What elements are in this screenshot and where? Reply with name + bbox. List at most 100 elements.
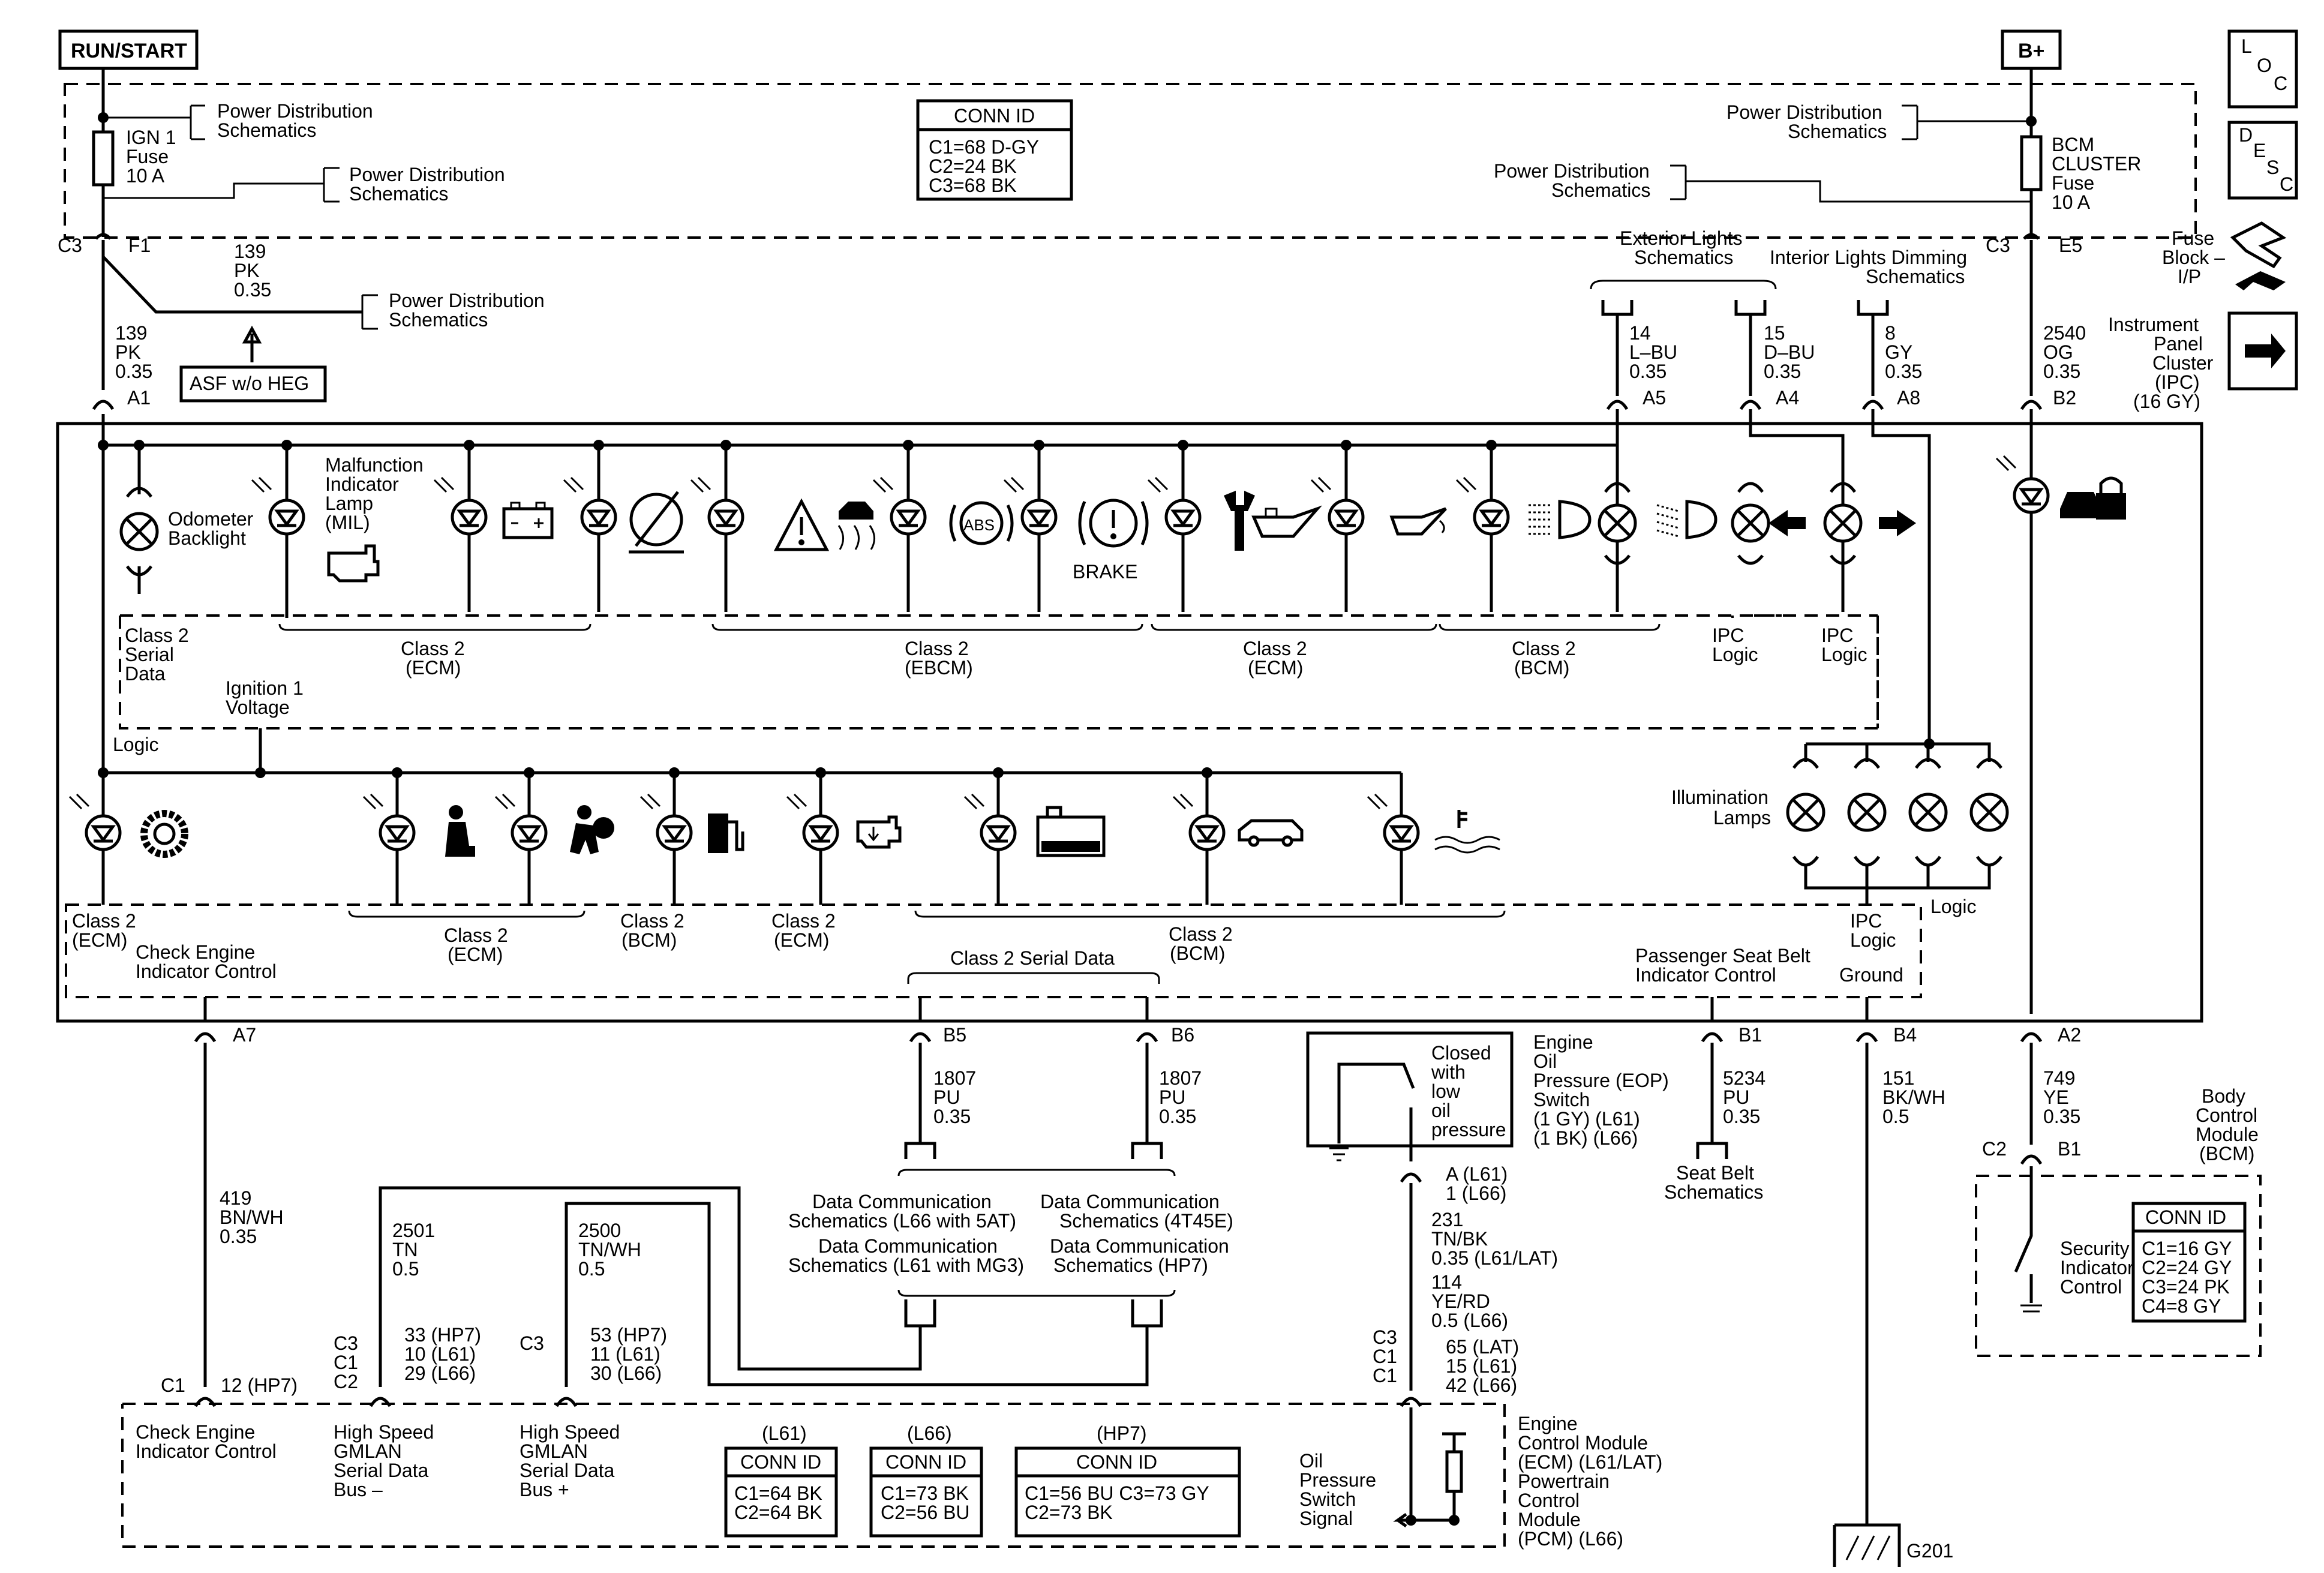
loc-c: C [2274,73,2287,94]
w2540-2: OG [2043,341,2073,363]
desc-s: S [2266,157,2279,178]
dc-sch-1a: Data Communication [812,1191,992,1212]
conn-l66-title: CONN ID [885,1451,966,1473]
bcm-fuse-l2: CLUSTER [2052,153,2141,175]
w139-low-2: PK [115,341,141,363]
loc-icon[interactable] [2227,29,2298,109]
pd-sch-1a: Power Distribution [217,100,373,122]
w151-1: 151 [1882,1067,1914,1089]
c3c1c1-a: C3 [1373,1326,1397,1348]
conn-l66-box [869,1446,983,1538]
mil-l2: Indicator [325,473,399,495]
ecm-title-7: (PCM) (L66) [1518,1528,1623,1550]
b1-pin: B1 [1739,1024,1762,1046]
low-beam-icon [1656,500,1718,539]
eop-l3: Pressure (EOP) [1533,1070,1669,1091]
passenger-belt-a: Passenger Seat Belt [1635,945,1810,966]
pins-c-1: 65 (LAT) [1446,1336,1519,1358]
ipc-l1: Instrument [2108,314,2199,335]
w231-3: 0.35 (L61/LAT) [1431,1247,1558,1269]
pd-sch-4b: Schematics [1551,179,1650,201]
w151-2: BK/WH [1882,1086,1945,1108]
ignition-voltage-l1: Ignition 1 [226,677,304,699]
ecm-title-1: Engine [1518,1413,1578,1434]
ground-g201: G201 [1906,1540,1953,1562]
w2501-1: 2501 [392,1220,435,1241]
loc-l: L [2241,35,2252,57]
high-beam-icon [1529,500,1592,539]
c3c1c1-c: C1 [1373,1365,1397,1386]
ipc-logic-2b: Logic [1821,644,1867,665]
gm-plus-3: Serial Data [520,1460,615,1481]
engine-icon [327,544,380,583]
dc-sch-4b: Schematics (HP7) [1053,1254,1208,1276]
w231-1: 231 [1431,1209,1463,1230]
ground-symbol [1833,1523,1901,1567]
w2500-3: 0.5 [578,1258,605,1280]
conn-id-top-title: CONN ID [954,105,1035,127]
bcm-conn-r4: C4=8 GY [2142,1295,2221,1317]
bcm-title-1: Body [2202,1085,2245,1107]
ign1-fuse [92,130,115,187]
bulb-lamp-2 [1731,482,1770,565]
w14-3: 0.35 [1629,361,1667,382]
dc-sch-4a: Data Communication [1050,1235,1229,1257]
w749-2: YE [2043,1086,2069,1108]
w2540-3: 0.35 [2043,361,2080,382]
desc-icon[interactable] [2227,121,2298,200]
ecm-check-a: Check Engine [136,1421,255,1443]
security-lock-icon [2060,476,2126,520]
w5234-1: 5234 [1723,1067,1765,1089]
b-group-ecm-b: (ECM) [448,944,503,965]
conn-hp7-r1: C1=56 BU C3=73 GY [1025,1482,1209,1504]
right-turn-icon [1879,510,1916,536]
ecm-title-6: Module [1518,1509,1581,1530]
c3c1c2-a: C3 [334,1332,358,1354]
w419-3: 0.35 [220,1226,257,1247]
illumination-lamps [1786,758,2009,867]
w2500-1: 2500 [578,1220,621,1241]
w114-1: 114 [1431,1271,1462,1293]
c1-check: C1 [161,1374,185,1396]
next-arrow-icon[interactable] [2227,311,2298,391]
pd-sch-2b: Schematics [349,183,448,205]
bcm-fuse-l1: BCM [2052,134,2094,155]
w15-3: 0.35 [1764,361,1801,382]
bcm-fuse-l4: 10 A [2052,191,2091,213]
b-group-bcm-b2: (BCM) [1170,942,1225,964]
bcm-b1: B1 [2058,1138,2081,1160]
a1-pin: A1 [127,387,151,409]
b-group-bcm-b1: Class 2 [1169,923,1233,945]
c3-left: C3 [58,235,82,256]
mil-l1: Malfunction [325,454,424,476]
p12-hp7: 12 (HP7) [221,1374,298,1396]
int-title-1: Interior Lights Dimming [1770,247,1967,268]
b-group-bcm-a2: (BCM) [621,929,677,951]
dc-sch-2b: Schematics (4T45E) [1059,1210,1233,1232]
conn-l61-r1: C1=64 BK [734,1482,822,1504]
dc-sch-3b: Schematics (L61 with MG3) [788,1254,1024,1276]
w749-3: 0.35 [2043,1106,2080,1127]
security-l3: Control [2060,1276,2122,1298]
a5-pin: A5 [1643,387,1666,409]
ign1-fuse-l2: Fuse [126,146,169,167]
c3c1c2-b: C1 [334,1352,358,1373]
fuse-block-icon[interactable] [2230,221,2287,290]
ecm-title-2: Control Module [1518,1432,1648,1454]
oil-sw-4: Signal [1299,1508,1353,1529]
pins-b-1: 53 (HP7) [590,1324,667,1346]
b6-pin: B6 [1171,1024,1194,1046]
bcm-conn-r2: C2=24 GY [2142,1257,2232,1278]
abs-text: ABS [963,516,995,534]
conn-hp7-title: CONN ID [1076,1451,1157,1473]
class2-serial-l1: Class 2 [125,625,189,646]
traction-off-icon [629,491,684,554]
group-ecm-2b: (ECM) [1248,657,1303,679]
ecm-title-3: (ECM) (L61/LAT) [1518,1451,1662,1473]
fuel-icon [708,813,744,853]
gm-plus-2: GMLAN [520,1440,588,1462]
b5-pin: B5 [943,1024,966,1046]
check-engine-ipc-a: Check Engine [136,941,255,963]
w231-2: TN/BK [1431,1228,1488,1250]
